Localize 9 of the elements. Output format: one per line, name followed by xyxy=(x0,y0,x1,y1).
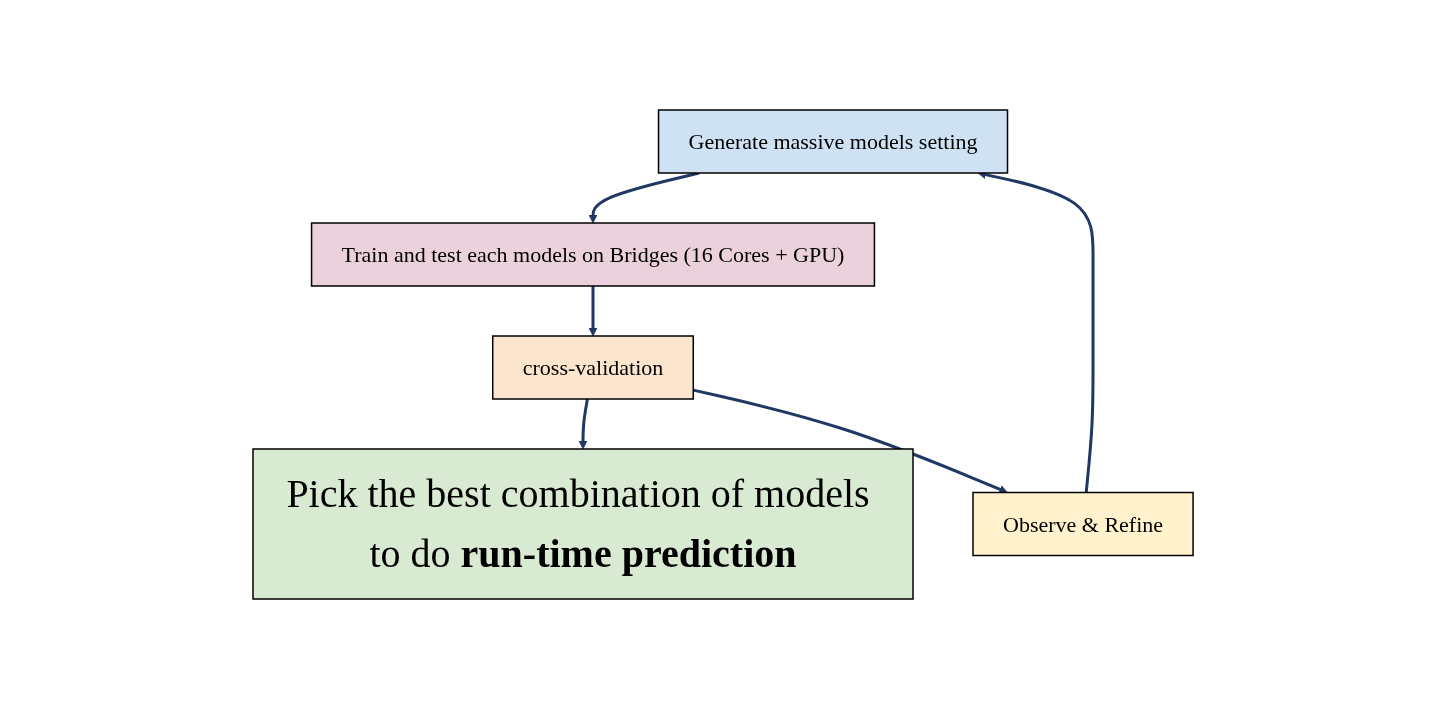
arrow xyxy=(579,398,590,449)
arrow xyxy=(589,171,700,223)
node-box: Train and test each models on Bridges (16 Cores + GPU) xyxy=(311,221,876,287)
node-box: Generate massive models setting xyxy=(658,108,1009,174)
arrow xyxy=(589,285,598,336)
node-box: Observe & Refine xyxy=(972,491,1195,556)
arrow xyxy=(693,388,1009,493)
node-box: Pick the best combination of models to do run-time prediction xyxy=(252,447,915,600)
node-box: cross-validation xyxy=(492,334,695,400)
